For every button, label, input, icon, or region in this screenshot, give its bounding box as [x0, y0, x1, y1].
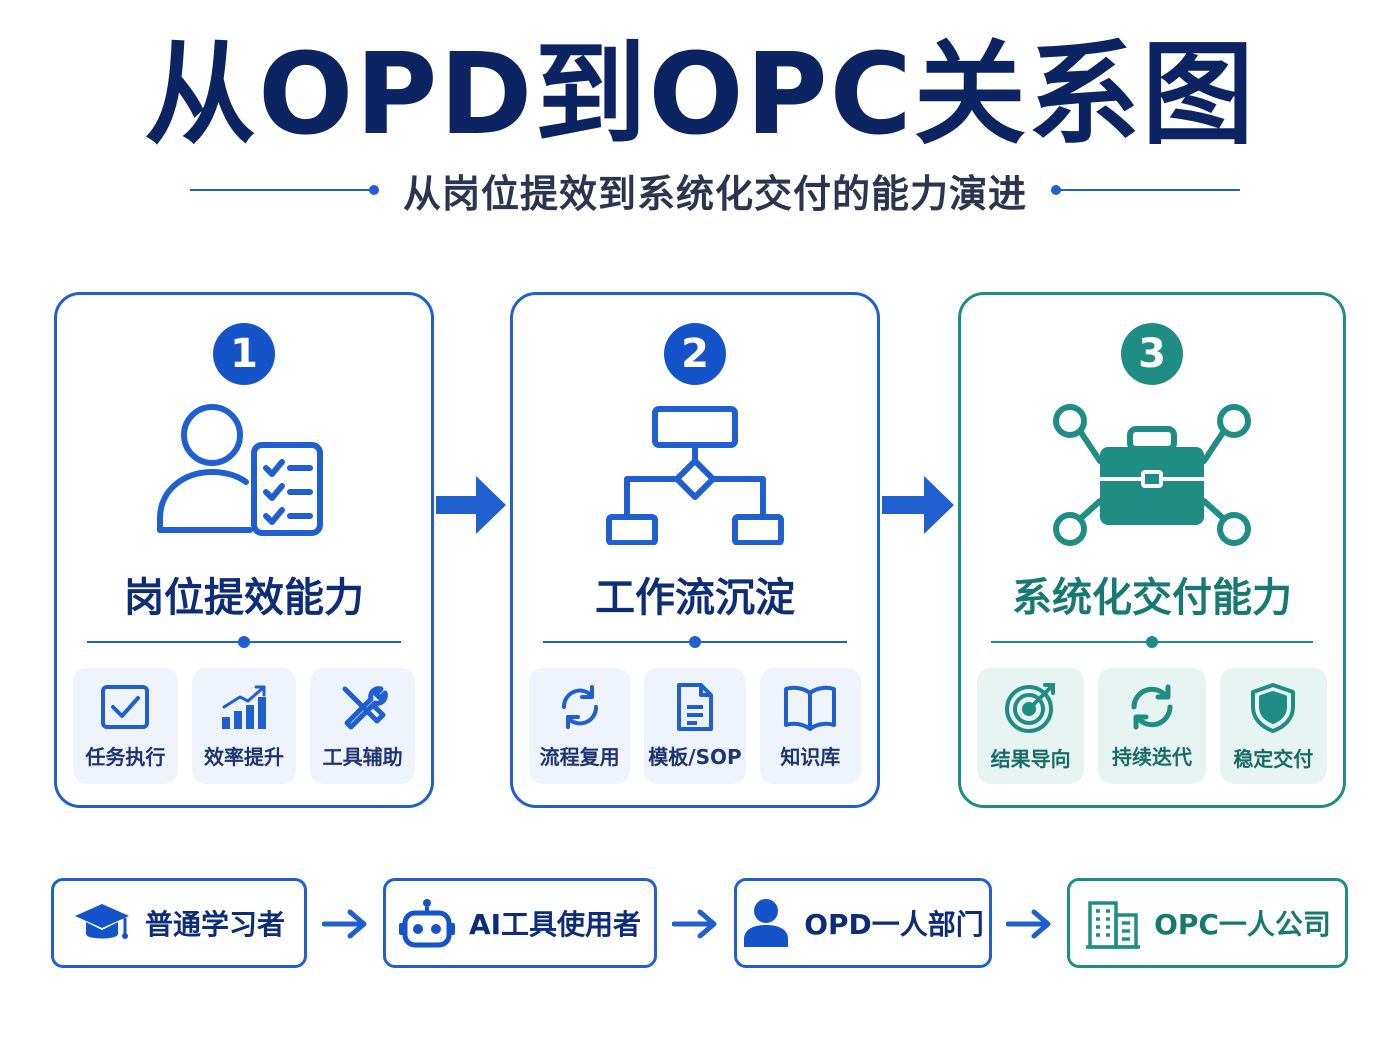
open-book-icon	[784, 685, 837, 731]
building-icon	[1086, 901, 1141, 949]
feature-item: 效率提升	[191, 668, 297, 784]
target-icon	[1004, 682, 1055, 733]
feature-list: 流程复用 模板/SOP 知识库	[529, 668, 861, 784]
path-label: OPD一人部门	[804, 908, 984, 941]
stage-number-badge: 2	[664, 323, 726, 385]
card-divider	[991, 636, 1313, 648]
graduation-cap-icon	[74, 904, 129, 939]
feature-item: 持续迭代	[1098, 668, 1206, 784]
feature-item: 稳定交付	[1219, 668, 1327, 784]
wrench-screwdriver-icon	[342, 685, 388, 729]
card-divider	[87, 636, 401, 648]
path-label: 普通学习者	[144, 908, 285, 941]
feature-label: 结果导向	[990, 746, 1071, 771]
bar-chart-up-icon	[222, 685, 266, 729]
briefcase-network-icon	[1052, 401, 1252, 555]
card-divider	[543, 636, 847, 648]
feature-item: 模板/SOP	[644, 668, 746, 784]
refresh-cycle-icon	[561, 684, 598, 729]
robot-icon	[398, 899, 455, 948]
person-checklist-icon	[154, 400, 334, 544]
path-step-1: 普通学习者	[51, 878, 307, 968]
feature-list: 结果导向 持续迭代 稳定交付	[977, 668, 1327, 784]
path-step-3: OPD一人部门	[734, 878, 992, 968]
stage-title: 系统化交付能力	[1012, 575, 1292, 621]
person-icon	[744, 899, 789, 947]
arrow-right-icon	[672, 909, 717, 939]
path-label: OPC一人公司	[1154, 908, 1331, 941]
stage-title: 岗位提效能力	[124, 575, 364, 621]
subtitle-line-right	[1051, 185, 1241, 195]
feature-item: 结果导向	[977, 668, 1085, 784]
shield-icon	[1251, 682, 1296, 733]
feature-label: 模板/SOP	[648, 744, 742, 769]
feature-label: 流程复用	[539, 744, 620, 769]
feature-list: 任务执行 效率提升 工具辅助	[73, 668, 416, 784]
checkbox-icon	[101, 684, 150, 729]
stage-number-badge: 1	[213, 323, 275, 385]
feature-label: 稳定交付	[1233, 746, 1314, 771]
document-icon	[676, 682, 713, 731]
feature-label: 知识库	[780, 744, 841, 769]
stage-card-2: 2 工作流沉淀 流程复用 模板/SOP	[510, 292, 880, 808]
subtitle-row: 从岗位提效到系统化交付的能力演进	[190, 165, 1241, 216]
feature-label: 任务执行	[85, 744, 166, 769]
feature-item: 任务执行	[73, 668, 178, 784]
path-label: AI工具使用者	[468, 908, 642, 941]
feature-item: 流程复用	[529, 668, 631, 784]
flowchart-icon	[605, 405, 785, 549]
stage-card-3: 3 系统化交付能力 结果导向 持续迭代	[958, 292, 1346, 808]
feature-label: 工具辅助	[322, 744, 403, 769]
stage-card-1: 1 岗位提效能力 任务执行 效率提升	[54, 292, 434, 808]
subtitle-line-left	[190, 185, 379, 195]
page-title: 从OPD到OPC关系图	[144, 30, 1256, 160]
path-step-4: OPC一人公司	[1067, 878, 1348, 968]
arrow-right-icon	[322, 909, 367, 939]
path-step-2: AI工具使用者	[383, 878, 657, 968]
iteration-icon	[1131, 684, 1173, 729]
feature-item: 工具辅助	[310, 668, 416, 784]
page-subtitle: 从岗位提效到系统化交付的能力演进	[403, 171, 1028, 216]
feature-label: 效率提升	[204, 744, 284, 769]
feature-label: 持续迭代	[1111, 744, 1192, 769]
stage-title: 工作流沉淀	[595, 575, 795, 621]
stage-number-badge: 3	[1121, 323, 1183, 385]
arrow-right-icon	[436, 476, 506, 534]
arrow-right-icon	[1006, 909, 1051, 939]
feature-item: 知识库	[759, 668, 861, 784]
arrow-right-icon	[882, 476, 954, 534]
